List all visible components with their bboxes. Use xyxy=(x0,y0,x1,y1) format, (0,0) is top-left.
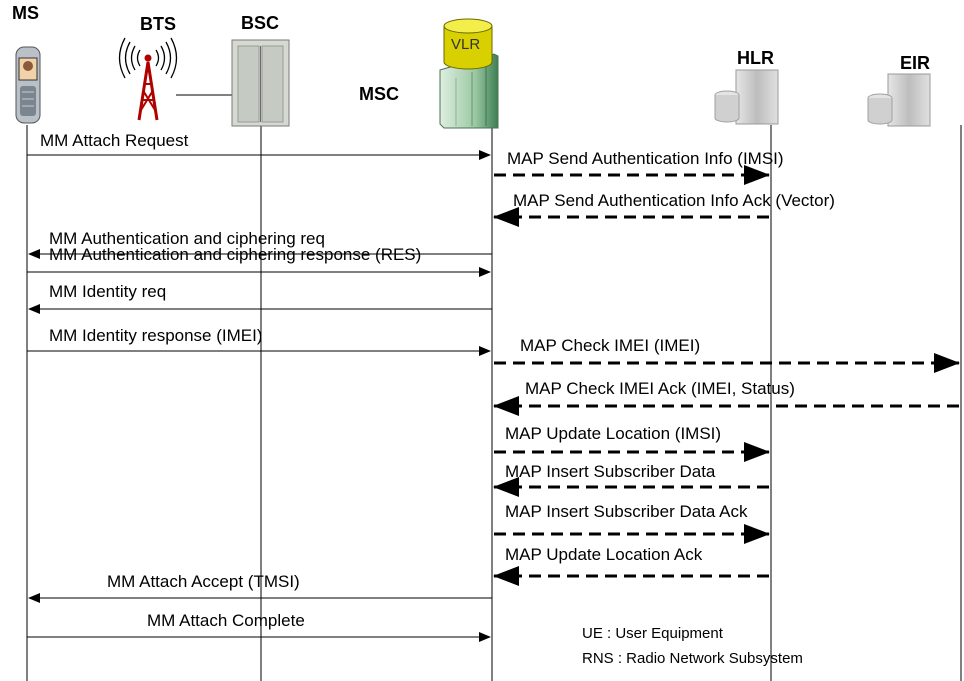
entity-label-hlr: HLR xyxy=(737,48,774,68)
msc-switch-icon xyxy=(439,53,499,129)
message-label: MAP Insert Subscriber Data Ack xyxy=(505,502,748,521)
legend-ue: UE : User Equipment xyxy=(582,625,723,642)
message-label: MAP Update Location Ack xyxy=(505,545,703,564)
hlr-server-icon xyxy=(714,69,779,125)
bsc-cabinet-icon xyxy=(231,39,290,127)
entity-label-bsc: BSC xyxy=(241,13,280,33)
message-label: MM Identity response (IMEI) xyxy=(49,326,263,345)
message-label: MAP Update Location (IMSI) xyxy=(505,424,722,443)
message-label: MM Authentication and ciphering req xyxy=(49,229,325,248)
cell-tower-icon xyxy=(118,37,178,121)
message-label: MM Attach Request xyxy=(40,131,189,150)
entity-label-msc: MSC xyxy=(359,84,399,104)
entity-label-bts: BTS xyxy=(140,14,176,34)
message-label: MAP Send Authentication Info Ack (Vector… xyxy=(513,191,835,210)
message-label: MM Identity req xyxy=(49,282,167,301)
message-label: MM Authentication and ciphering response… xyxy=(49,245,422,264)
entity-label-ms: MS xyxy=(12,3,39,23)
message-label: MAP Check IMEI Ack (IMEI, Status) xyxy=(525,379,795,398)
mobile-phone-icon xyxy=(15,46,41,124)
message-label: MM Attach Complete xyxy=(147,611,305,630)
message-label: MAP Insert Subscriber Data xyxy=(505,462,716,481)
vlr-database-icon xyxy=(443,18,493,70)
legend-rns: RNS : Radio Network Subsystem xyxy=(582,650,803,667)
message-arrows xyxy=(27,150,960,642)
message-label: MAP Send Authentication Info (IMSI) xyxy=(507,149,784,168)
message-label: MM Attach Accept (TMSI) xyxy=(107,572,300,591)
message-label: MAP Check IMEI (IMEI) xyxy=(520,336,701,355)
eir-server-icon xyxy=(867,73,931,127)
entity-label-eir: EIR xyxy=(900,53,931,73)
lifelines xyxy=(26,125,962,681)
entity-label-vlr: VLR xyxy=(451,36,481,53)
